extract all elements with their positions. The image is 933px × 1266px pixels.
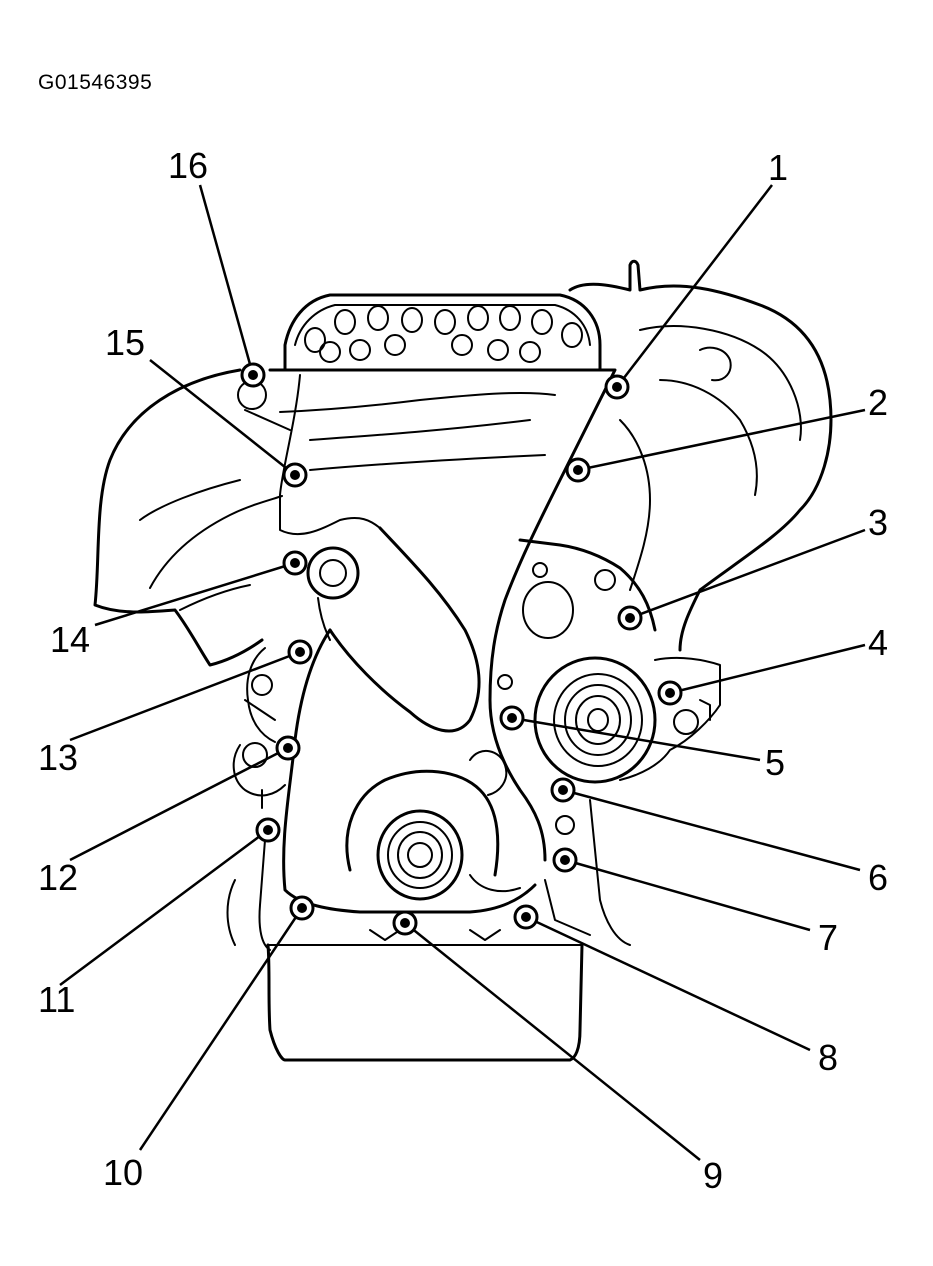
callout-label-9: 9 — [703, 1155, 723, 1196]
callout-label-1: 1 — [768, 147, 788, 188]
leader-4 — [669, 643, 866, 695]
callout-label-10: 10 — [103, 1152, 143, 1193]
leader-1 — [616, 184, 773, 388]
bolt-6-marker — [550, 777, 576, 803]
bolt-16-marker — [240, 362, 266, 388]
bolt-4-marker — [657, 680, 683, 706]
leader-3 — [629, 528, 866, 620]
callout-label-4: 4 — [868, 622, 888, 663]
bolt-1-marker — [604, 374, 630, 400]
callout-label-16: 16 — [168, 145, 208, 186]
callout-label-5: 5 — [765, 742, 785, 783]
bolt-3-marker — [617, 605, 643, 631]
bolt-5-marker — [499, 705, 525, 731]
bolt-14-marker — [282, 550, 308, 576]
bolt-8-marker — [513, 904, 539, 930]
bolt-13-marker — [287, 639, 313, 665]
bolts — [240, 362, 683, 936]
bolt-10-marker — [289, 895, 315, 921]
bolt-11-marker — [255, 817, 281, 843]
leader-9 — [404, 922, 701, 1161]
leader-8 — [525, 915, 811, 1052]
bolt-15-marker — [282, 462, 308, 488]
bolt-7-marker — [552, 847, 578, 873]
callout-label-8: 8 — [818, 1037, 838, 1078]
leader-15 — [149, 359, 296, 476]
callout-label-7: 7 — [818, 917, 838, 958]
callout-label-12: 12 — [38, 857, 78, 898]
callout-label-15: 15 — [105, 322, 145, 363]
bolt-12-marker — [275, 735, 301, 761]
engine-line-art — [93, 259, 833, 1062]
callout-labels: 1 2 3 4 5 6 7 8 9 10 11 12 13 14 15 16 — [38, 145, 888, 1196]
callout-label-14: 14 — [50, 619, 90, 660]
bolt-2-marker — [565, 457, 591, 483]
leader-12 — [69, 746, 289, 862]
leader-6 — [562, 788, 861, 872]
leader-5 — [511, 716, 761, 762]
callout-label-11: 11 — [38, 979, 75, 1020]
figure-id: G01546395 — [38, 71, 153, 94]
leader-10 — [138, 907, 304, 1151]
leader-11 — [59, 828, 269, 987]
callout-label-6: 6 — [868, 857, 888, 898]
bolt-9-marker — [392, 910, 418, 936]
callout-label-13: 13 — [38, 737, 78, 778]
callout-label-2: 2 — [868, 382, 888, 423]
leader-13 — [69, 650, 301, 742]
leader-7 — [564, 858, 811, 932]
leader-lines — [59, 184, 866, 1161]
callout-label-3: 3 — [868, 502, 888, 543]
leader-2 — [577, 408, 866, 472]
cam-sprocket-teeth — [304, 305, 583, 363]
leader-14 — [94, 561, 296, 627]
leader-16 — [198, 184, 255, 376]
